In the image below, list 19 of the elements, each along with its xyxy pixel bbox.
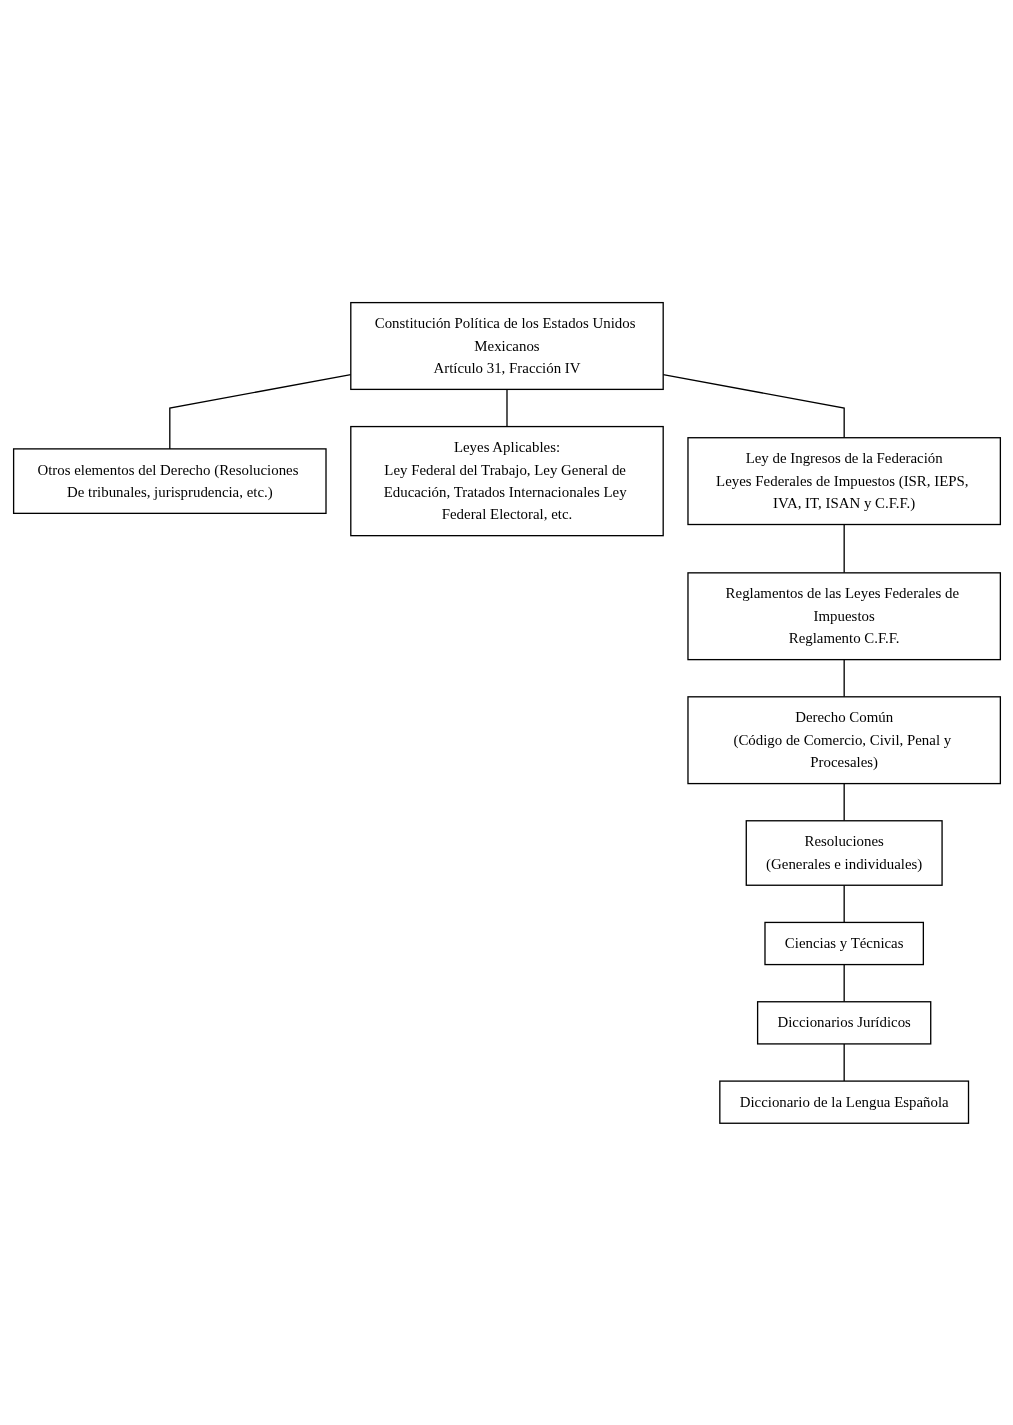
node-box: Derecho Común (Código de Comercio, Civil, Penal y Procesales) xyxy=(686,695,1001,784)
connector xyxy=(843,1042,845,1082)
node-box: Constitución Política de los Estados Unidos Mexicanos Artículo 31, Fracción IV xyxy=(349,301,664,390)
connector xyxy=(505,388,508,427)
node-box: Diccionarios Jurídicos xyxy=(756,1000,931,1045)
connector xyxy=(843,963,845,1002)
node-box: Diccionario de la Lengua Española xyxy=(718,1080,969,1124)
node-box: Reglamentos de las Leyes Federales de Impuestos Reglamento C.F.F. xyxy=(686,571,1001,660)
connector xyxy=(843,884,845,923)
connector xyxy=(843,523,845,574)
connector xyxy=(662,373,845,438)
node-box: Leyes Aplicables: Ley Federal del Trabajo, Ley General de Educación, Tratados Internacionales Ley Federal Electoral, etc. xyxy=(349,425,664,536)
node-box: Otros elementos del Derecho (Resoluciones De tribunales, jurisprudencia, etc.) xyxy=(12,447,327,514)
node-box: Ley de Ingresos de la Federación Leyes Federales de Impuestos (ISR, IEPS, IVA, IT, ISAN y C.F.F.) xyxy=(686,436,1001,525)
node-box: Ciencias y Técnicas xyxy=(763,921,924,965)
connector xyxy=(843,782,845,821)
connector xyxy=(843,658,845,698)
connector xyxy=(168,373,351,450)
node-box: Resoluciones (Generales e individuales) xyxy=(745,819,943,886)
